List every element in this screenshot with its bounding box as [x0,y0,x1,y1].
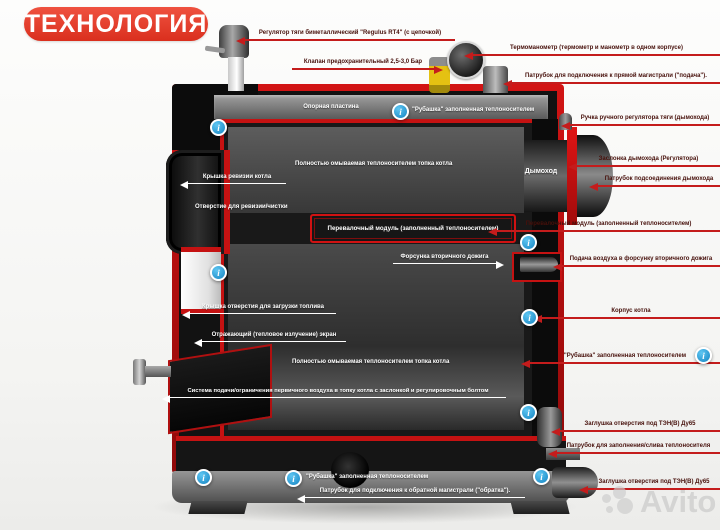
info-icon: i [210,264,227,281]
chimney-duct [524,140,567,212]
label-transfer-module-right: Перевалочный модуль (заполненный теплоно… [488,221,720,237]
white-arrow-left-icon [182,311,190,320]
label-secondary-nozzle: Форсунка вторичного дожига [393,254,504,270]
adjustment-bolt-stem [145,366,171,377]
info-icon: i [520,404,537,421]
info-icon: i [210,119,227,136]
info-icon: i [285,470,302,487]
info-icon: i [195,469,212,486]
leg-left [188,501,248,514]
red-arrow-left-icon [579,486,588,495]
label-reflector: Отражающий (тепловое излучение) экран [194,332,346,348]
info-icon: i [392,103,409,120]
leg-right [510,501,570,514]
firebox-upper-chamber [228,127,524,213]
label-firebox-lower: Полностью омываемая теплоносителем топка… [292,359,450,365]
red-arrow-left-icon [553,263,562,272]
label-jacket-right: "Рубашка" заполненная теплоносителем [521,353,720,369]
watermark-text: Avito [640,484,717,519]
red-arrow-left-icon [503,80,512,89]
transfer-module-box: Перевалочный модуль (заполненный теплоно… [310,214,516,243]
label-support-plate: Опорная пластина [303,104,359,110]
label-air-to-nozzle: Подача воздуха в форсунку вторичного дож… [553,256,720,272]
white-arrow-left-icon [162,394,170,403]
adjustment-bolt-head [133,359,146,385]
label-firebox-upper: Полностью омываемая теплоносителем топка… [295,161,453,167]
red-arrow-left-icon [464,52,473,61]
label-draft-regulator: Регулятор тяги биметаллический "Regulus … [236,30,455,46]
info-icon: i [520,234,537,251]
red-arrow-left-icon [551,428,560,437]
white-arrow-right-icon [496,261,504,270]
secondary-air-pipe [520,257,558,272]
label-revision-hole: Отверстие для ревизии/чистки [195,204,288,210]
red-arrow-left-icon [488,228,497,237]
red-arrow-left-icon [521,360,530,369]
revision-door [166,150,230,254]
firebox-lower-chamber [228,244,524,430]
safety-valve-part [429,57,450,93]
info-icon: i [521,309,538,326]
chimney-outlet-pipe [577,135,613,217]
return-pipe-opening [331,452,369,488]
label-draft-handle: Ручка ручного регулятора тяги (дымохода) [561,115,720,131]
avito-logo-icon [602,486,636,520]
label-supply-pipe: Патрубок для подключения к прямой магист… [503,73,720,89]
label-safety-valve: Клапан предохранительный 2,5-3,0 Бар [292,59,443,75]
label-primary-air-system: Система подачи/ограничения первичного во… [162,388,506,403]
label-fill-drain-pipe: Патрубок для заполнения/слива теплоносит… [548,443,720,459]
thermomanometer-gauge [447,41,485,79]
info-icon: i [533,468,550,485]
support-plate-band [214,95,548,119]
supply-pipe-part [483,66,508,93]
label-boiler-body: Корпус котла [533,308,720,324]
label-return-pipe: Патрубок для подключения к обратной маги… [297,488,525,504]
label-thermomanometer: Термоманометр (термометр и манометр в од… [464,45,720,61]
label-ten-plug-lower: Заглушка отверстия под ТЭН(В) Ду65 [579,479,720,495]
red-arrow-left-icon [561,122,570,131]
white-arrow-left-icon [297,495,305,504]
title-badge: ТЕХНОЛОГИЯ [24,7,208,41]
page-title: ТЕХНОЛОГИЯ [24,9,208,38]
label-damper: Заслонка дымохода (Регулятора) [568,156,720,172]
white-arrow-left-icon [180,181,188,190]
fuel-load-opening [181,247,221,314]
red-arrow-left-icon [568,163,577,172]
info-icon: i [695,347,712,364]
ten-plug-lower-part [552,467,598,498]
label-chimney-pipe: Патрубок подсоединения дымохода [589,176,720,192]
red-arrow-left-icon [589,183,598,192]
base-upper-band [176,436,566,477]
label-jacket-bottom: "Рубашка" заполненная теплоносителем [306,474,429,480]
label-chimney: Дымоход [524,168,558,175]
red-arrow-left-icon [548,450,557,459]
label-load-cover: Крышка отверстия для загрузки топлива [182,304,336,320]
avito-watermark: Avito [602,486,716,520]
label-ten-plug-upper: Заглушка отверстия под ТЭН(В) Ду65 [551,421,720,437]
draft-regulator-neck [228,57,244,91]
chimney-damper-strip [567,127,577,225]
label-jacket-top: "Рубашка" заполненная теплоносителем [412,107,535,113]
white-arrow-left-icon [194,339,202,348]
label-revision-cover: Крышка ревизии котла [180,174,286,190]
ten-plug-upper-part [537,407,562,447]
red-arrow-right-icon [434,66,443,75]
red-arrow-left-icon [236,37,245,46]
